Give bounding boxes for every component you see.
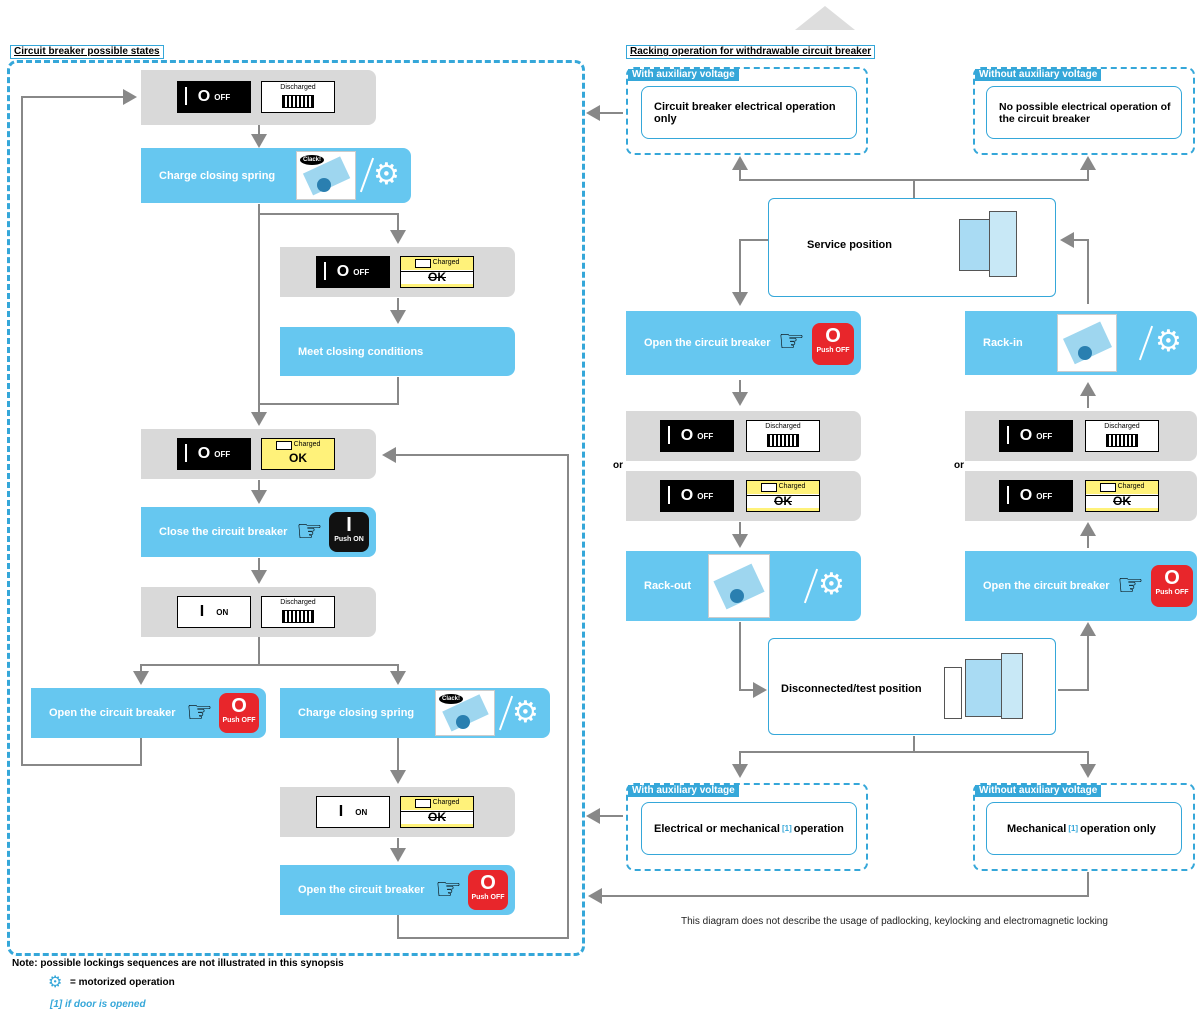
rack-out-illustration <box>708 554 770 618</box>
gear-icon: ⚙ <box>818 568 845 601</box>
manual-charge-illustration: Clack! <box>296 151 356 200</box>
spring-discharged-icon <box>282 610 314 623</box>
rack-in-illustration <box>1057 314 1117 372</box>
spring-discharged-indicator: Discharged <box>1085 420 1159 452</box>
gear-icon: ⚙ <box>512 696 539 729</box>
spring-charged-not-ok-indicator: Charged OK <box>400 256 474 288</box>
gear-icon: ⚙ <box>373 158 400 191</box>
step-label: Charge closing spring <box>159 169 276 182</box>
spring-discharged-indicator: Discharged <box>261 596 335 628</box>
step-meet-closing-conditions: Meet closing conditions <box>280 327 515 376</box>
with-aux-tag: With auxiliary voltage <box>628 785 739 797</box>
footnote-ref: [1] <box>781 824 792 833</box>
top-without-aux-frame <box>973 67 1195 155</box>
spring-charged-ok-indicator: Charged OK <box>261 438 335 470</box>
spring-charged-not-ok-indicator: Charged OK <box>1085 480 1159 512</box>
gear-icon: ⚙ <box>1155 325 1182 358</box>
without-aux-tag: Without auxiliary voltage <box>975 69 1102 81</box>
with-aux-tag: With auxiliary voltage <box>628 69 739 81</box>
bottom-without-aux-box: Mechanical [1] operation only <box>986 802 1182 855</box>
top-without-aux-box: No possible electrical operation of the … <box>986 86 1182 139</box>
bottom-with-aux-frame <box>626 783 868 871</box>
or-label: or <box>954 460 964 471</box>
spring-discharged-icon <box>282 95 314 108</box>
spring-discharged-indicator: Discharged <box>746 420 820 452</box>
left-section-frame <box>7 60 585 956</box>
pointing-hand-icon: ☞ <box>186 696 213 729</box>
legend-motorized: = motorized operation <box>70 977 175 988</box>
manual-charge-illustration: Clack! <box>435 690 495 736</box>
legend-door-opened: [1] if door is opened <box>50 999 146 1010</box>
pointing-hand-icon: ☞ <box>778 325 805 358</box>
breaker-cabinet-illustration <box>944 667 962 719</box>
pointing-hand-icon: ☞ <box>296 515 323 548</box>
motorized-gear-icon: ⚙ <box>48 974 63 991</box>
pointing-hand-icon: ☞ <box>1117 569 1144 602</box>
or-label: or <box>613 460 623 471</box>
step-charge-spring-2: Charge closing spring Clack! ⚙ <box>280 688 550 738</box>
step-rack-in: Rack-in ⚙ <box>965 311 1197 375</box>
spring-discharged-icon <box>1106 434 1138 447</box>
spring-charged-not-ok-indicator: Charged OK <box>746 480 820 512</box>
service-position-box: Service position <box>768 198 1056 297</box>
bottom-without-aux-frame <box>973 783 1195 871</box>
step-rack-out: Rack-out ⚙ <box>626 551 861 621</box>
step-charge-spring-1: Charge closing spring Clack! ⚙ <box>141 148 411 203</box>
pointing-hand-icon: ☞ <box>435 873 462 906</box>
note-line: Note: possible lockings sequences are no… <box>12 958 344 969</box>
top-with-aux-box: Circuit breaker electrical operation onl… <box>641 86 857 139</box>
left-section-title: Circuit breaker possible states <box>10 45 164 59</box>
footnote-ref: [1] <box>1068 824 1079 833</box>
right-section-title: Racking operation for withdrawable circu… <box>626 45 876 59</box>
without-aux-tag: Without auxiliary voltage <box>975 785 1102 797</box>
top-with-aux-frame <box>626 67 868 155</box>
spring-discharged-indicator: Discharged <box>261 81 335 113</box>
bottom-with-aux-box: Electrical or mechanical [1] operation <box>641 802 857 855</box>
spring-charged-not-ok-indicator: Charged OK <box>400 796 474 828</box>
disconnected-position-box: Disconnected/test position <box>768 638 1056 735</box>
spring-discharged-icon <box>767 434 799 447</box>
disclaimer-text: This diagram does not describe the usage… <box>681 916 1108 927</box>
